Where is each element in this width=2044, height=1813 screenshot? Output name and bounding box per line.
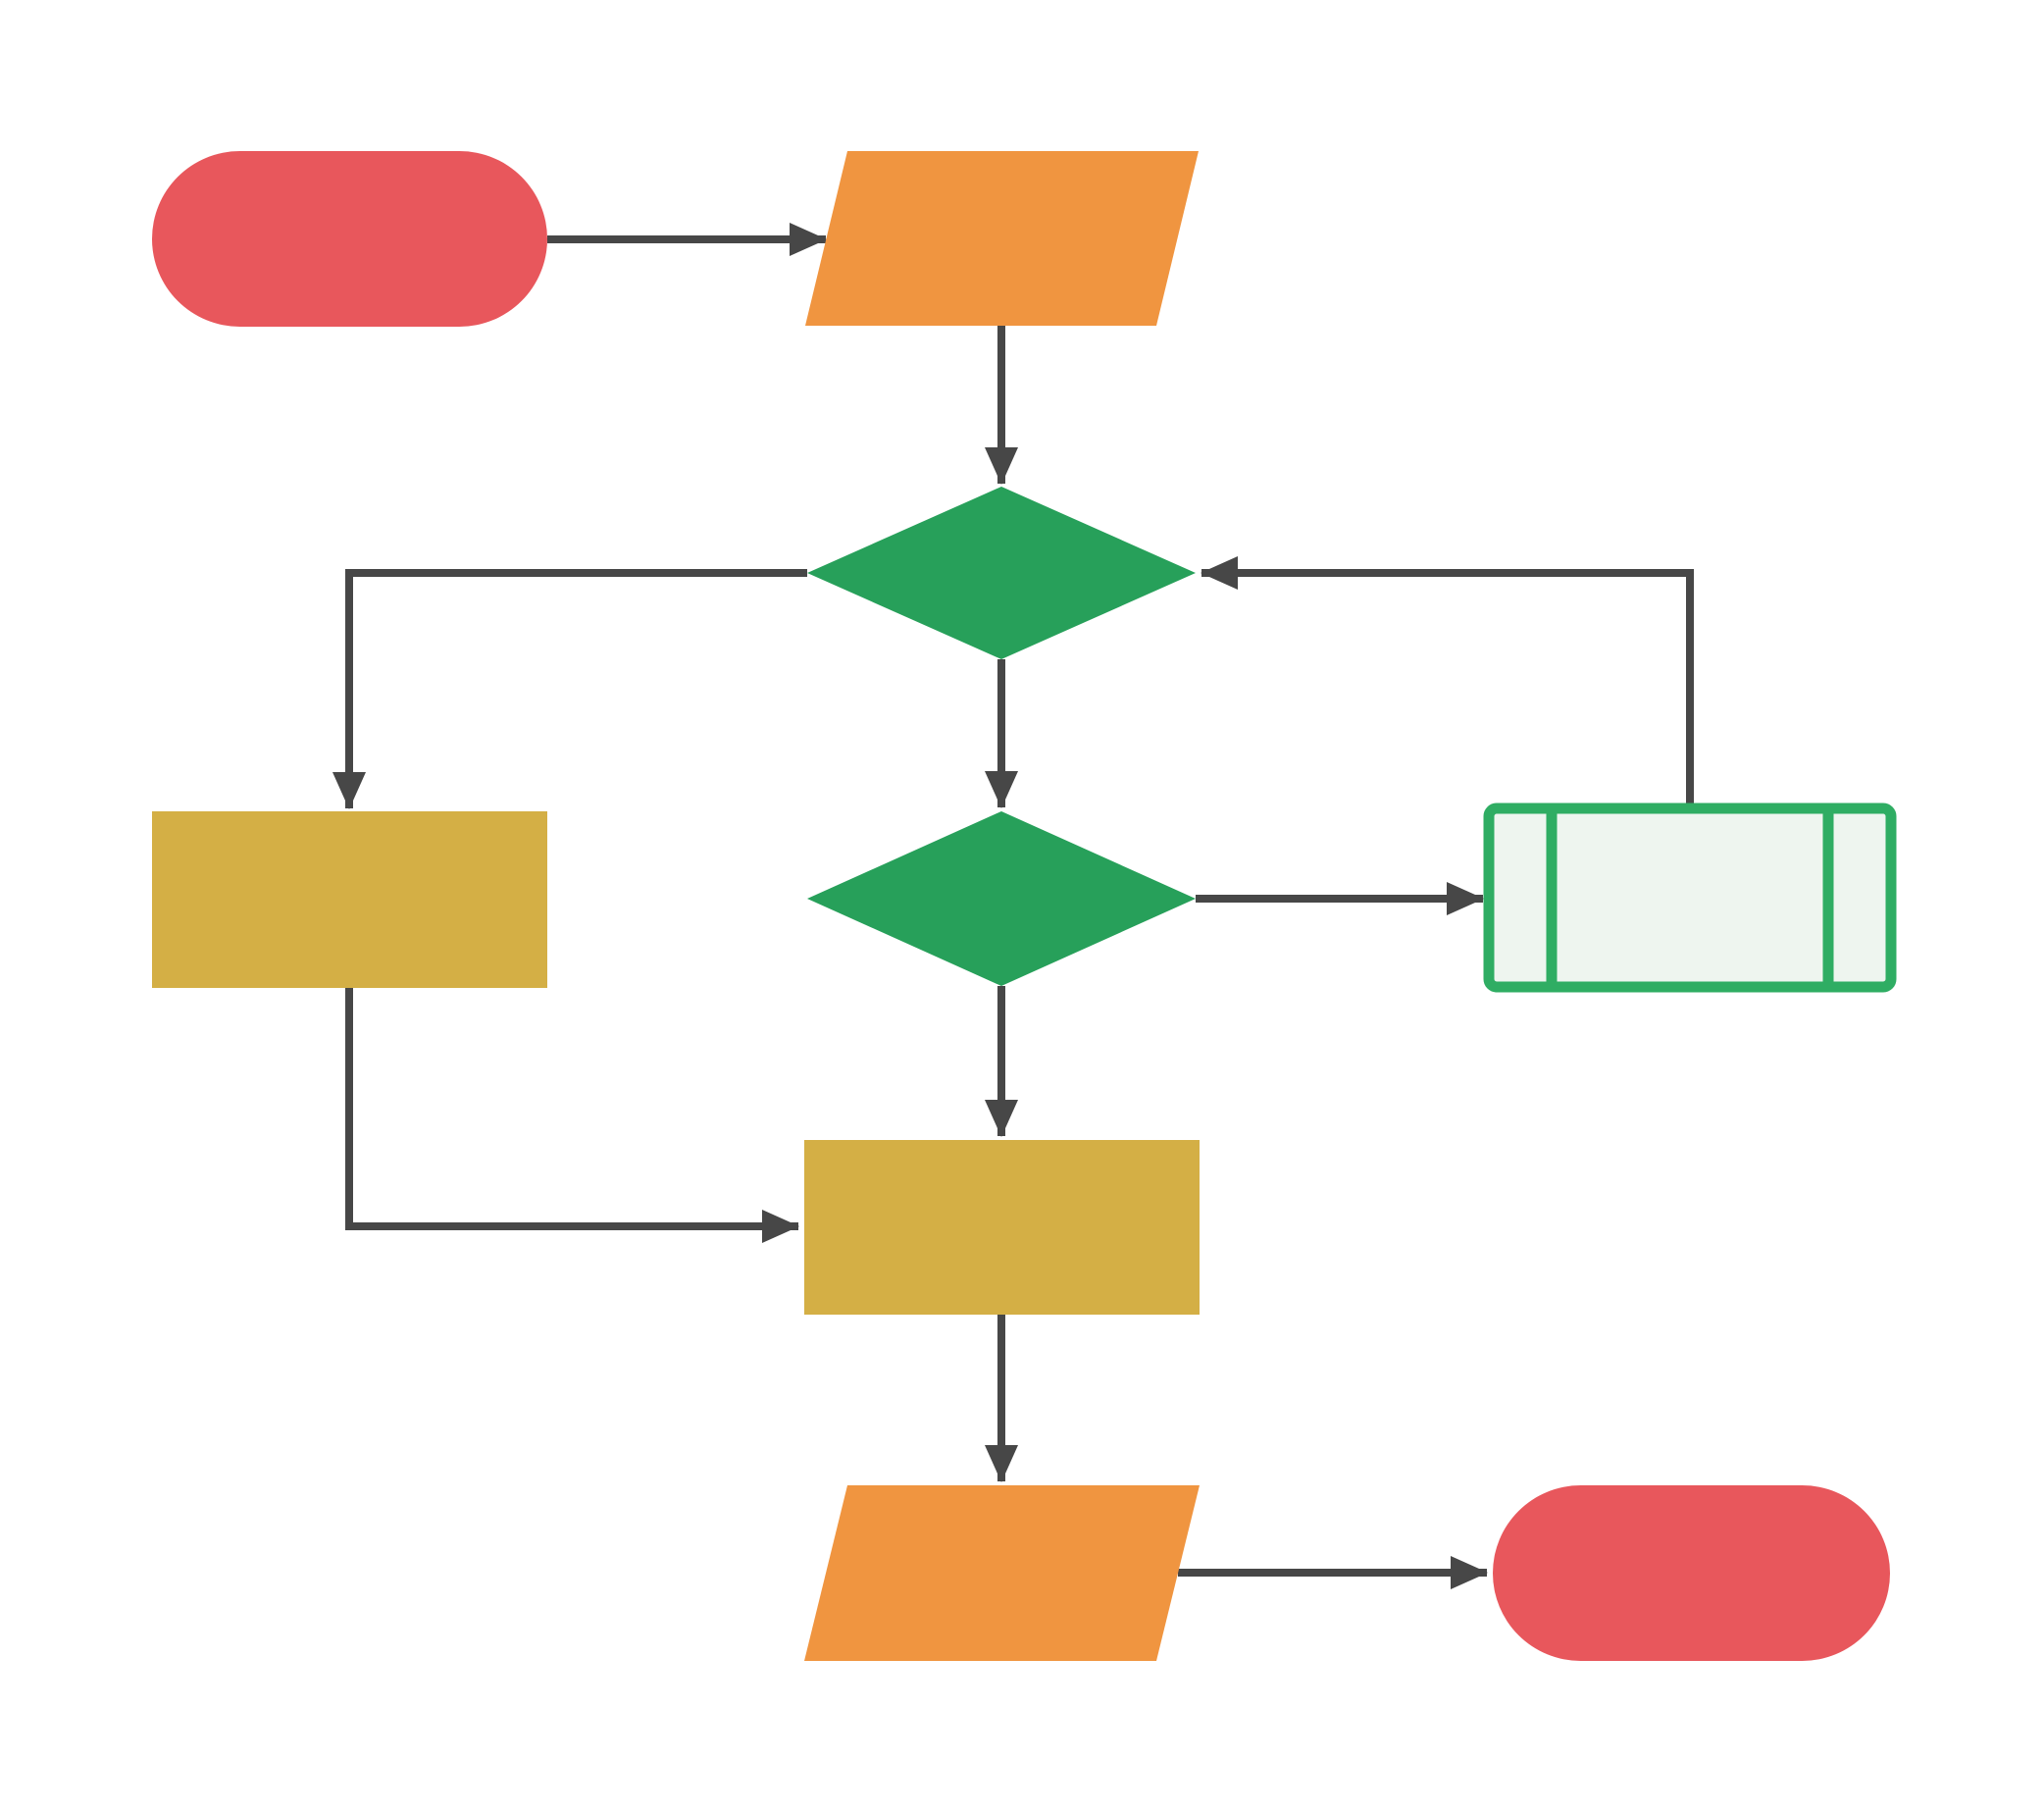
connectors <box>332 223 1694 1589</box>
connector-process-left-to-process-center <box>345 988 799 1243</box>
predefined-process-shape <box>1483 803 1897 993</box>
start-terminator-shape <box>152 151 547 327</box>
end-terminator-shape <box>1493 1485 1890 1661</box>
process-left-rectangle-shape <box>152 811 547 988</box>
process-center-rectangle-shape <box>804 1140 1200 1315</box>
input-parallelogram-shape <box>805 151 1199 326</box>
predefined-process-outline <box>1483 803 1897 993</box>
nodes <box>152 151 1897 1661</box>
connector-decision-1-to-process-left <box>332 569 807 809</box>
output-parallelogram-shape <box>804 1485 1200 1661</box>
connector-predefined-process-to-decision-1 <box>1201 556 1694 808</box>
decision-1-diamond-shape <box>807 487 1196 659</box>
decision-2-diamond-shape <box>807 811 1196 986</box>
